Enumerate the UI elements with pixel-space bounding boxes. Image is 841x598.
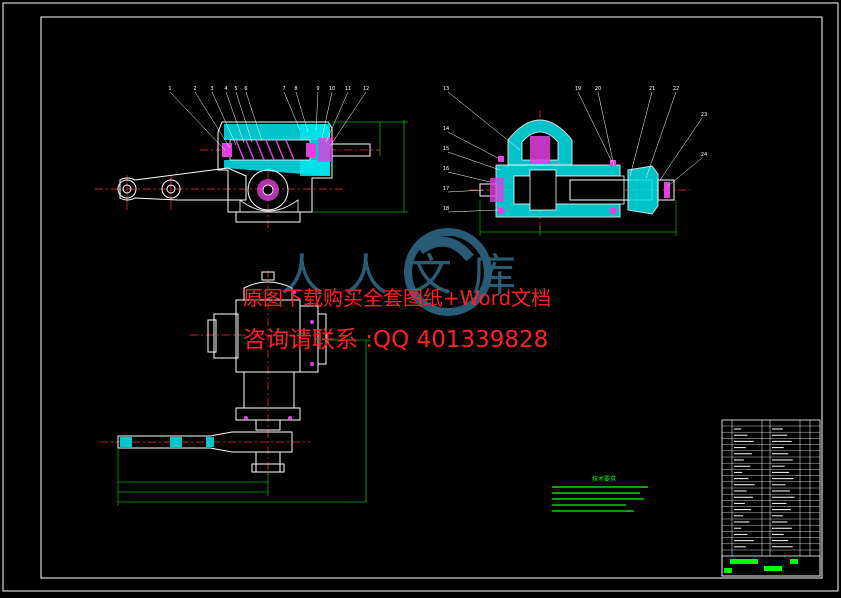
- side-balloon-15: 15: [443, 146, 449, 152]
- front-balloon-1: 1: [168, 86, 171, 92]
- front-balloon-3: 3: [210, 86, 213, 92]
- side-balloon-16: 16: [443, 166, 449, 172]
- front-balloon-8: 8: [294, 86, 297, 92]
- side-view: 13 14 15 16 17 18 19 20 21 22 23 24: [443, 86, 707, 236]
- watermark-contact-text: 咨询请联系 :QQ 401339828: [243, 327, 549, 353]
- front-balloon-12: 12: [363, 86, 369, 92]
- side-balloon-22: 22: [673, 86, 679, 92]
- front-balloon-4: 4: [224, 86, 227, 92]
- front-balloon-9: 9: [316, 86, 319, 92]
- side-balloon-14: 14: [443, 126, 449, 132]
- parts-list: [721, 419, 821, 577]
- front-balloon-5: 5: [234, 86, 237, 92]
- front-balloon-11: 11: [345, 86, 351, 92]
- side-balloon-19: 19: [575, 86, 581, 92]
- front-balloon-2: 2: [193, 86, 196, 92]
- front-balloon-7: 7: [282, 86, 285, 92]
- front-balloon-10: 10: [329, 86, 335, 92]
- side-balloon-18: 18: [443, 206, 449, 212]
- side-balloon-17: 17: [443, 186, 449, 192]
- side-balloon-23: 23: [701, 112, 707, 118]
- inner-frame: [40, 16, 823, 579]
- watermark-download-text: 原图下载购买全套图纸+Word文档: [243, 286, 552, 310]
- side-balloon-13: 13: [443, 86, 449, 92]
- side-balloon-21: 21: [649, 86, 655, 92]
- technical-notes: 技术要求: [552, 475, 648, 512]
- top-view: [100, 270, 370, 506]
- notes-title: 技术要求: [592, 475, 616, 483]
- watermark-logo: 人人文库: [280, 228, 536, 316]
- front-balloon-6: 6: [244, 86, 247, 92]
- side-balloon-24: 24: [701, 152, 707, 158]
- watermark-logo-text: 人人文库: [280, 250, 536, 301]
- side-balloon-20: 20: [595, 86, 601, 92]
